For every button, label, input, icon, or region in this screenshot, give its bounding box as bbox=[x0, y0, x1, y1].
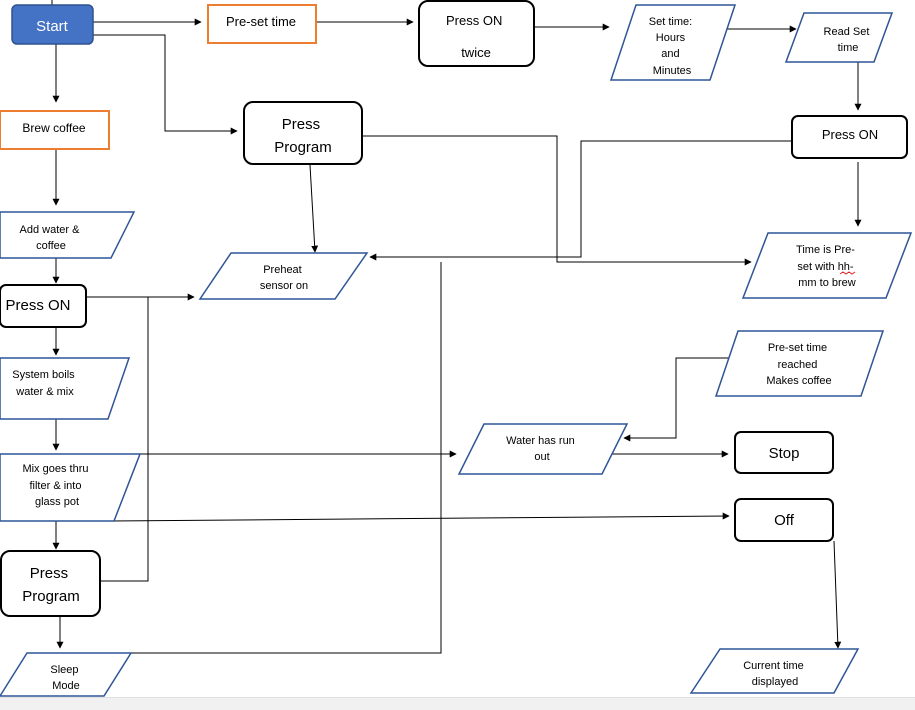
node-preheat-label: Preheat sensor on bbox=[260, 264, 308, 292]
node-off-label: Off bbox=[774, 512, 795, 529]
connector-mix-to-off bbox=[109, 512, 730, 522]
window-bottom-edge bbox=[0, 697, 915, 710]
node-read-set-time-shape[interactable] bbox=[784, 12, 894, 63]
node-time-preset-label: Time is Pre- set with hh- mm to brew bbox=[796, 244, 858, 289]
node-press-program-top-label: Press Program bbox=[274, 116, 332, 156]
node-press-program-top-shape[interactable] bbox=[243, 101, 363, 165]
node-preset-time-shape[interactable] bbox=[207, 4, 317, 44]
node-system-boils-label: System boils water & mix bbox=[12, 369, 77, 398]
node-read-set-time-label: Read Set time bbox=[824, 26, 873, 54]
connector-off-to-currenttime bbox=[833, 540, 842, 649]
connector-program-to-preheat bbox=[100, 297, 149, 582]
connector-reached-to-waterout bbox=[623, 357, 729, 442]
node-press-on-left-label: Press ON bbox=[5, 297, 70, 314]
node-press-on-left-shape[interactable] bbox=[0, 284, 87, 328]
connector-sleep-to-timepreset bbox=[104, 262, 442, 654]
node-current-time-label: Current time displayed bbox=[743, 660, 807, 688]
node-brew-coffee-label: Brew coffee bbox=[22, 121, 85, 135]
node-time-preset-shape[interactable] bbox=[741, 232, 913, 299]
node-mix-filter-shape[interactable] bbox=[0, 453, 142, 522]
node-stop-label: Stop bbox=[769, 445, 800, 462]
node-add-water-shape[interactable] bbox=[0, 211, 136, 259]
node-start-label: Start bbox=[36, 18, 69, 35]
node-set-time-label: Set time: Hours and Minutes bbox=[649, 16, 695, 77]
connector-presson-right-to-preheat bbox=[369, 140, 791, 261]
node-press-on-twice-label: Press ON twice bbox=[446, 13, 506, 60]
connectors bbox=[51, 0, 862, 654]
plain-boxes bbox=[0, 4, 317, 150]
node-press-on-right-label: Press ON bbox=[822, 127, 878, 142]
node-water-run-out-shape[interactable] bbox=[457, 423, 629, 475]
node-mix-filter-label: Mix goes thru filter & into glass pot bbox=[22, 463, 91, 508]
node-add-water-label: Add water & coffee bbox=[20, 224, 83, 252]
node-brew-coffee-shape[interactable] bbox=[0, 110, 110, 150]
node-preheat-shape[interactable] bbox=[198, 252, 369, 300]
node-set-time-shape[interactable] bbox=[609, 4, 737, 81]
node-current-time-shape[interactable] bbox=[689, 648, 860, 694]
node-stop-shape[interactable] bbox=[734, 431, 834, 474]
node-press-on-twice-shape[interactable] bbox=[418, 0, 535, 67]
node-preset-reached-label: Pre-set time reached Makes coffee bbox=[766, 342, 831, 387]
node-preset-time-label: Pre-set time bbox=[226, 14, 296, 29]
node-water-run-out-label: Water has run out bbox=[506, 435, 578, 463]
node-press-on-right-shape[interactable] bbox=[791, 115, 908, 159]
spellcheck-squiggle bbox=[839, 271, 856, 275]
node-preset-reached-shape[interactable] bbox=[714, 330, 885, 397]
connector-start-to-program bbox=[93, 34, 238, 135]
node-press-program-bottom-label: Press Program bbox=[22, 565, 80, 605]
node-system-boils-shape[interactable] bbox=[0, 357, 131, 420]
node-press-program-bottom-shape[interactable] bbox=[0, 550, 101, 617]
labels: Start Pre-set time Press ON twice Set ti… bbox=[5, 13, 878, 692]
node-sleep-mode-shape[interactable] bbox=[0, 652, 133, 697]
node-start-shape[interactable] bbox=[11, 4, 94, 45]
data-shapes bbox=[0, 4, 913, 697]
node-sleep-mode-label: Sleep Mode bbox=[50, 664, 81, 692]
process-boxes bbox=[0, 0, 908, 617]
node-off-shape[interactable] bbox=[734, 498, 834, 542]
connector-program-to-timepreset bbox=[362, 135, 752, 266]
connector-program-to-preheat-top bbox=[309, 164, 319, 253]
